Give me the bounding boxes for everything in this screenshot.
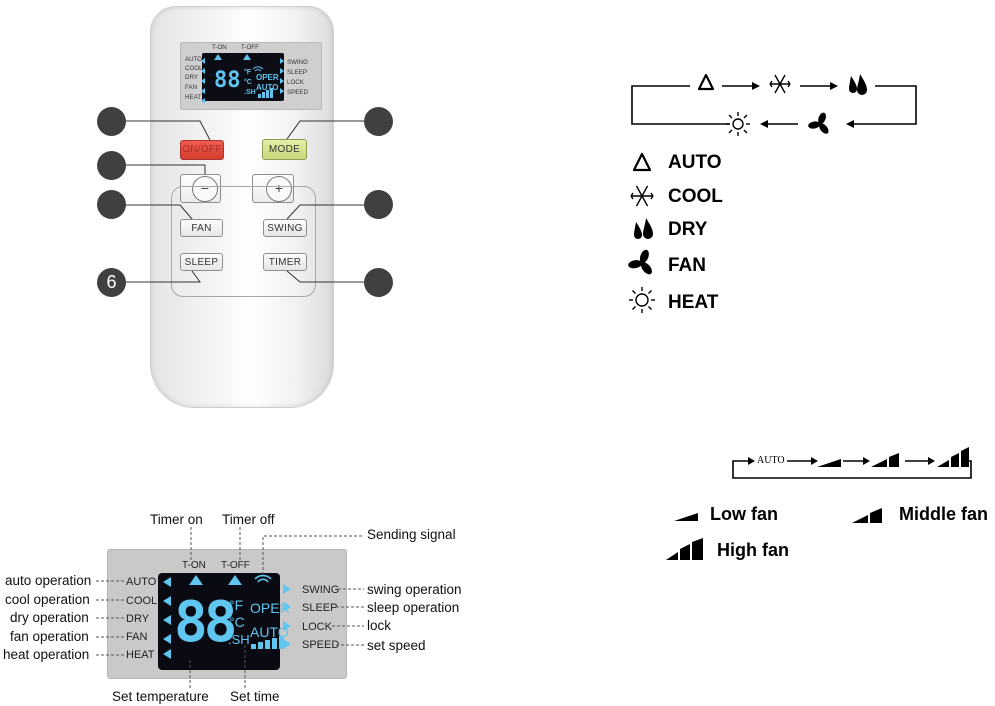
lcd-fn-swing: SWING <box>302 584 340 596</box>
lcd-mode-heat: HEAT <box>126 649 155 661</box>
remote-lcd-fn-sleep: SLEEP <box>287 69 307 76</box>
mode-cycle-diagram <box>631 73 917 136</box>
heat-operation-annotation: heat operation <box>3 647 90 662</box>
lcd-mode-cool: COOL <box>126 595 158 607</box>
legend-fan-label: FAN <box>668 255 706 276</box>
timer-off-annotation: Timer off <box>222 512 275 527</box>
remote-lcd-sh: .SH <box>244 89 256 96</box>
remote-lcd-mode-fan: FAN <box>185 84 198 91</box>
callout-3 <box>97 151 126 180</box>
remote-lcd-fn-lock: LOCK <box>287 79 304 86</box>
lcd-mode-fan: FAN <box>126 631 148 643</box>
middle-fan-label: Middle fan <box>899 504 988 524</box>
lcd-fn-speed: SPEED <box>302 639 340 651</box>
remote-lcd-mode-auto: AUTO <box>185 56 203 63</box>
lcd-oper: OPER <box>250 600 290 616</box>
fan-cycle-auto-label: AUTO <box>757 455 785 466</box>
middle-fan-icon <box>852 508 882 523</box>
remote-lcd-t-off: T-OFF <box>241 44 259 51</box>
cycle-low-fan-icon <box>817 459 841 467</box>
remote-lcd-mode-heat: HEAT <box>185 94 202 101</box>
on-off-button[interactable]: ON/OFF <box>180 140 224 160</box>
lcd-fn-sleep: SLEEP <box>302 602 338 614</box>
lcd-unit-c: °C <box>229 614 245 630</box>
set-temperature-annotation: Set temperature <box>112 689 209 704</box>
callout-5 <box>364 190 393 219</box>
legend-dry-label: DRY <box>668 219 708 240</box>
minus-icon: − <box>192 176 218 202</box>
timer-button[interactable]: TIMER <box>263 253 307 271</box>
swing-operation-annotation: swing operation <box>367 582 462 597</box>
remote-lcd-mode-dry: DRY <box>185 74 198 81</box>
callout-2 <box>364 107 393 136</box>
cycle-snowflake-icon <box>769 74 791 94</box>
auto-operation-annotation: auto operation <box>5 573 92 588</box>
mode-button[interactable]: MODE <box>262 139 307 160</box>
plus-icon: + <box>266 176 292 202</box>
lcd-sh: .SH <box>228 632 250 647</box>
callout-4 <box>97 190 126 219</box>
low-fan-icon <box>674 513 698 521</box>
lcd-diagram-screen <box>158 573 280 670</box>
lcd-mode-dry: DRY <box>126 613 150 625</box>
lock-annotation: lock <box>367 618 392 633</box>
fan-operation-annotation: fan operation <box>10 629 89 644</box>
sun-icon <box>629 287 655 313</box>
set-time-annotation: Set time <box>230 689 280 704</box>
timer-on-annotation: Timer on <box>150 512 203 527</box>
dry-operation-annotation: dry operation <box>10 610 89 625</box>
high-fan-label: High fan <box>717 540 789 560</box>
cycle-sun-icon <box>726 112 750 136</box>
cycle-auto-triangle-icon <box>697 73 715 91</box>
low-fan-label: Low fan <box>710 504 778 524</box>
callout-7 <box>364 268 393 297</box>
remote-lcd-auto: AUTO <box>256 83 279 92</box>
remote-lcd-t-on: T-ON <box>212 44 227 51</box>
function-button-group <box>171 186 316 297</box>
callout-1 <box>97 107 126 136</box>
lcd-unit-f: °F <box>229 597 244 613</box>
snowflake-icon <box>630 185 654 207</box>
lcd-t-off: T-OFF <box>221 560 250 571</box>
lcd-diagram-symbols <box>163 574 291 659</box>
sending-signal-annotation: Sending signal <box>367 527 456 542</box>
cycle-droplets-icon <box>849 74 867 95</box>
auto-triangle-icon <box>632 152 652 172</box>
remote-lcd-arrows <box>201 54 284 104</box>
cool-operation-annotation: cool operation <box>5 592 90 607</box>
legend-auto-label: AUTO <box>668 152 722 173</box>
swing-button[interactable]: SWING <box>263 219 307 237</box>
droplets-icon <box>634 218 653 239</box>
remote-lcd-fn-swing: SWING <box>287 59 308 66</box>
lcd-temperature-digits: 88 <box>174 590 237 655</box>
remote-lcd-unit-f: °F <box>244 69 252 76</box>
remote-lcd-fn-speed: SPEED <box>287 89 308 96</box>
lcd-t-on: T-ON <box>182 560 206 571</box>
fan-speed-cycle-diagram <box>732 447 972 479</box>
sleep-operation-annotation: sleep operation <box>367 600 460 615</box>
lcd-fn-lock: LOCK <box>302 621 332 633</box>
cycle-high-fan-icon <box>937 447 969 467</box>
cycle-fan-icon <box>808 112 829 134</box>
legend-cool-label: COOL <box>668 186 723 207</box>
set-speed-annotation: set speed <box>367 638 426 653</box>
fan-button[interactable]: FAN <box>180 219 223 237</box>
remote-lcd-oper: OPER <box>256 73 279 82</box>
mode-legend-icons <box>628 152 655 313</box>
lcd-mode-auto: AUTO <box>126 576 157 588</box>
remote-lcd-mode-cool: COOL <box>185 65 203 72</box>
callout-6: 6 <box>97 268 126 297</box>
remote-lcd-unit-c: °C <box>244 79 252 86</box>
sleep-button[interactable]: SLEEP <box>180 253 223 271</box>
high-fan-icon <box>666 538 703 560</box>
lcd-auto: AUTO <box>250 624 289 640</box>
fan-icon <box>628 249 652 275</box>
legend-heat-label: HEAT <box>668 292 719 313</box>
cycle-middle-fan-icon <box>871 453 899 467</box>
remote-lcd-digits: 88 <box>214 68 241 93</box>
